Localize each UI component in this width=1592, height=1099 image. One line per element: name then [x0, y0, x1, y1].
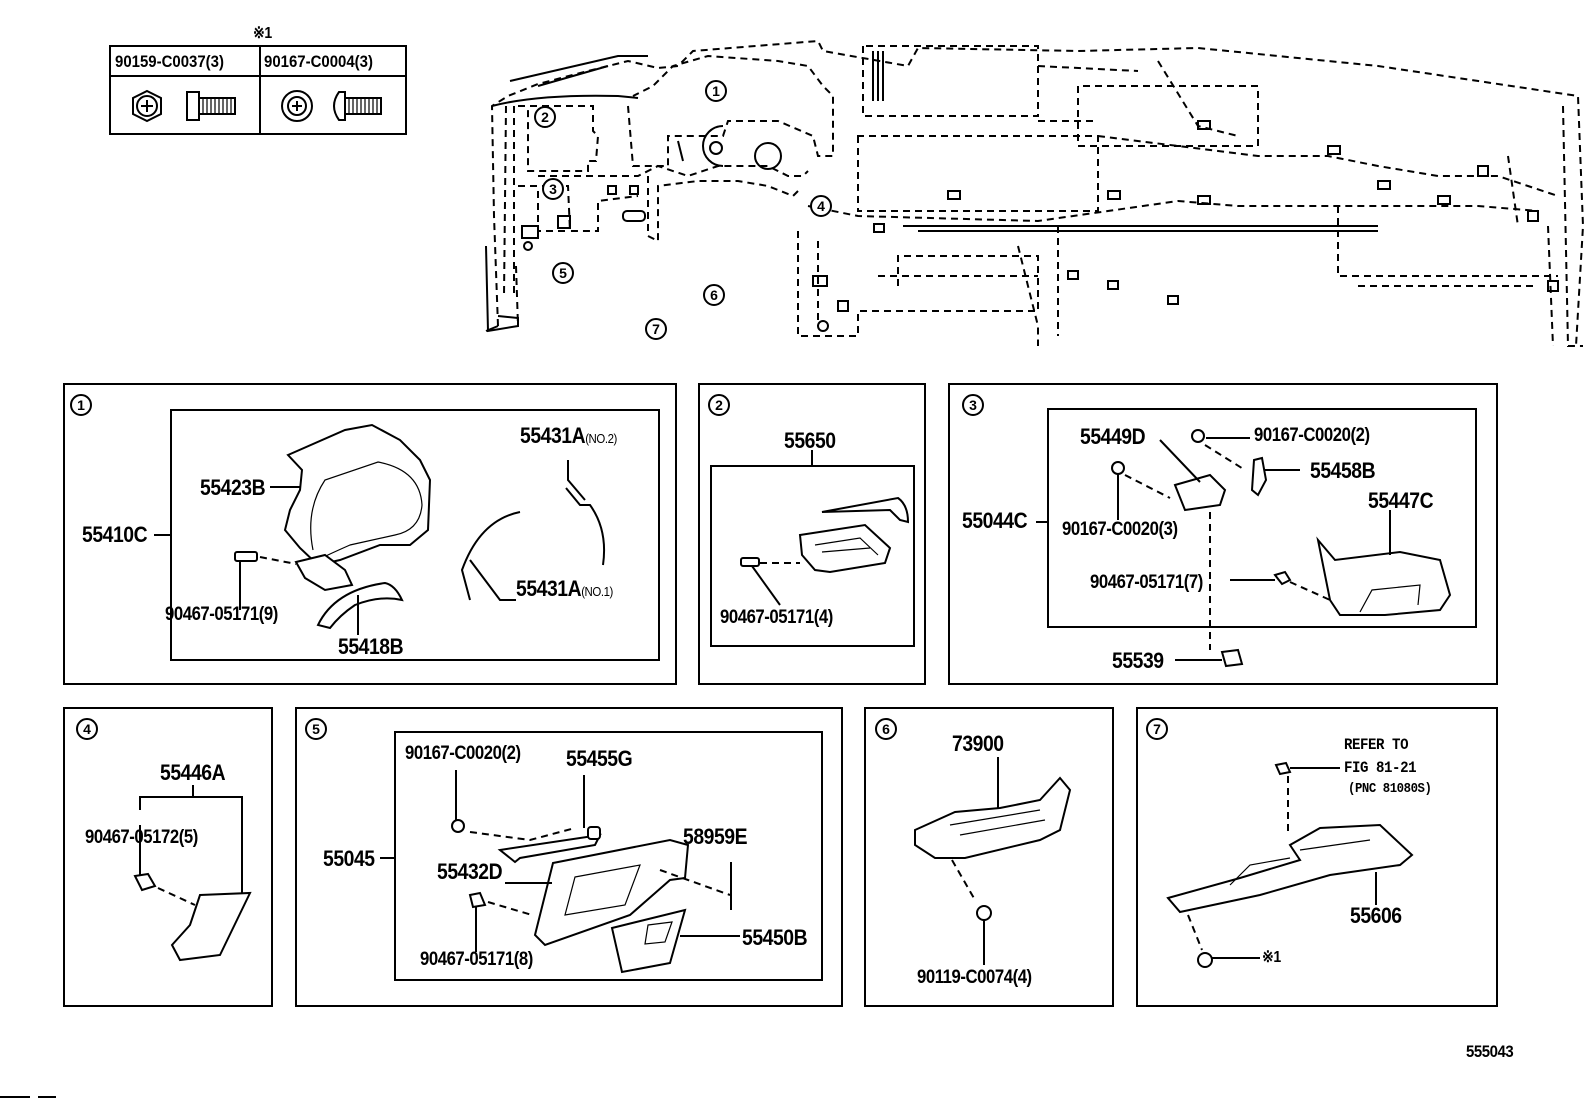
round-washer-screw-icon [281, 90, 382, 122]
panel-5-callout: 5 [305, 718, 327, 740]
panel-1-assembly-box [170, 409, 660, 661]
overview-callout-6[interactable]: 6 [703, 284, 725, 306]
part-label-90167-C0020-2[interactable]: 90167-C0020(2) [1254, 425, 1370, 446]
part-label-90467-05171-4[interactable]: 90467-05171(4) [720, 607, 833, 628]
instrument-panel-overview-drawing [485, 39, 1585, 347]
detail-panel-6 [864, 707, 1114, 1007]
legend-header-row [111, 47, 405, 77]
panel-5-assembly-box [394, 731, 823, 981]
overview-callout-1[interactable]: 1 [705, 80, 727, 102]
overview-callout-7[interactable]: 7 [645, 318, 667, 340]
part-label-55410C[interactable]: 55410C [82, 522, 148, 547]
part-label-58959E[interactable]: 58959E [683, 824, 748, 849]
panel-4-callout: 4 [76, 718, 98, 740]
legend-part-number-1[interactable]: 90159-C0037(3) [115, 52, 224, 71]
part-label-55539[interactable]: 55539 [1112, 648, 1164, 673]
part-note: (NO.2) [585, 431, 617, 446]
part-label-90467-05172-5[interactable]: 90467-05172(5) [85, 827, 198, 848]
figure-reference-link[interactable]: FIG 81-21 [1344, 759, 1417, 777]
edge-mark [38, 1096, 56, 1098]
detail-panel-7 [1136, 707, 1498, 1007]
panel-3-assembly-box [1047, 408, 1477, 628]
part-label-55458B[interactable]: 55458B [1310, 458, 1376, 483]
part-label-90167-C0020-2[interactable]: 90167-C0020(2) [405, 743, 521, 764]
part-label-90467-05171-8[interactable]: 90467-05171(8) [420, 949, 533, 970]
detail-panel-1 [63, 383, 677, 685]
part-label-90467-05171-9[interactable]: 90467-05171(9) [165, 604, 278, 625]
legend-divider [259, 47, 261, 133]
part-label-55447C[interactable]: 55447C [1368, 488, 1434, 513]
detail-panel-3 [948, 383, 1498, 685]
detail-panel-4 [63, 707, 273, 1007]
panel-3-callout: 3 [962, 394, 984, 416]
part-number: 55431A [520, 423, 586, 448]
part-note: (NO.1) [581, 584, 613, 599]
overview-callout-5[interactable]: 5 [552, 262, 574, 284]
part-label-55044C[interactable]: 55044C [962, 508, 1028, 533]
part-label-90467-05171-7[interactable]: 90467-05171(7) [1090, 572, 1203, 593]
part-label-73900[interactable]: 73900 [952, 731, 1004, 756]
panel-6-callout: 6 [875, 718, 897, 740]
panel-7-callout: 7 [1146, 718, 1168, 740]
part-label-55606[interactable]: 55606 [1350, 903, 1402, 928]
detail-panel-2 [698, 383, 926, 685]
overview-callout-4[interactable]: 4 [810, 195, 832, 217]
edge-mark [0, 1096, 30, 1098]
hex-flange-bolt-icon [132, 89, 236, 123]
part-label-55045[interactable]: 55045 [323, 846, 375, 871]
detail-panel-5 [295, 707, 843, 1007]
part-label-55432D[interactable]: 55432D [437, 859, 503, 884]
part-label-55650[interactable]: 55650 [784, 428, 836, 453]
figure-id: 555043 [1466, 1042, 1514, 1061]
panel-2-callout: 2 [708, 394, 730, 416]
overview-callout-2[interactable]: 2 [534, 106, 556, 128]
part-label-55431A-no1[interactable]: 55431A(NO.1) [516, 578, 613, 600]
refer-to-text: REFER TO [1344, 736, 1409, 754]
part-label-55449D[interactable]: 55449D [1080, 424, 1146, 449]
panel-2-assembly-box [710, 465, 915, 647]
part-label-55446A[interactable]: 55446A [160, 760, 226, 785]
panel-1-callout: 1 [70, 394, 92, 416]
overview-callout-3[interactable]: 3 [542, 178, 564, 200]
part-label-55450B[interactable]: 55450B [742, 925, 808, 950]
part-label-55423B[interactable]: 55423B [200, 475, 266, 500]
part-label-55418B[interactable]: 55418B [338, 634, 404, 659]
part-label-90167-C0020-3[interactable]: 90167-C0020(3) [1062, 519, 1178, 540]
legend-part-number-2[interactable]: 90167-C0004(3) [264, 52, 373, 71]
fastener-legend-table: 90159-C0037(3) 90167-C0004(3) [109, 45, 407, 135]
part-label-55431A-no2[interactable]: 55431A(NO.2) [520, 425, 617, 447]
part-label-55455G[interactable]: 55455G [566, 746, 633, 771]
part-label-90119-C0074-4[interactable]: 90119-C0074(4) [917, 967, 1032, 988]
part-number: 55431A [516, 576, 582, 601]
legend-marker: ※1 [253, 25, 272, 42]
legend-reference-marker[interactable]: ※1 [1262, 949, 1281, 966]
pnc-reference: (PNC 81080S) [1348, 781, 1432, 797]
